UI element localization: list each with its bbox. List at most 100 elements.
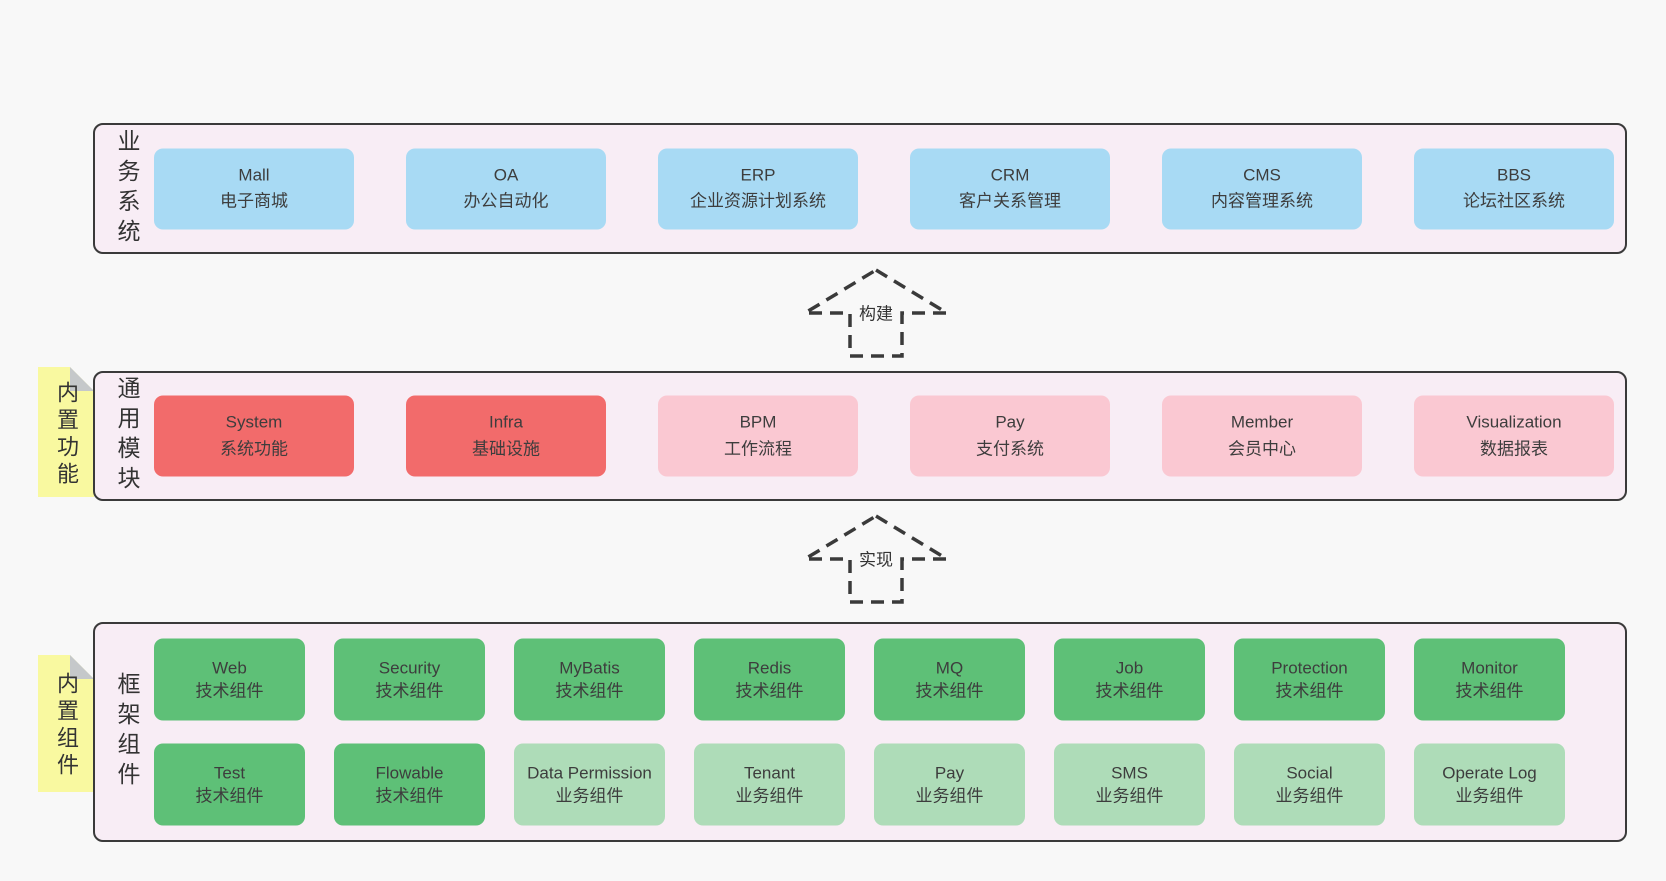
module-subtitle: 技术组件 [735, 681, 804, 701]
module-title: CMS [1243, 165, 1281, 185]
module-title: BPM [739, 412, 777, 432]
module-box-mq: MQ 技术组件 [874, 638, 1025, 721]
module-title: Tenant [743, 763, 796, 783]
module-box-mybatis: MyBatis 技术组件 [514, 638, 665, 721]
sticky-tab-builtin-components: 内置组件 [38, 655, 94, 792]
dashed-up-arrow-icon [803, 268, 949, 358]
module-subtitle: 办公自动化 [463, 191, 549, 211]
module-title: Visualization [1466, 412, 1562, 432]
module-subtitle: 技术组件 [195, 681, 264, 701]
module-subtitle: 支付系统 [976, 439, 1044, 458]
module-box-mall: Mall 电子商城 [154, 148, 354, 229]
module-subtitle: 会员中心 [1228, 439, 1296, 458]
module-title: Data Permission [527, 763, 652, 783]
box-row: System 系统功能 Infra 基础设施 BPM 工作流程 Pay 支付系统 Member 会… [154, 395, 1614, 477]
module-subtitle: 电子商城 [220, 191, 288, 211]
module-title: OA [493, 165, 519, 185]
module-subtitle: 基础设施 [472, 439, 540, 458]
module-subtitle: 系统功能 [220, 439, 288, 458]
module-title: Job [1115, 658, 1144, 678]
module-subtitle: 技术组件 [1275, 681, 1344, 701]
section-common-modules: 通用模块 System 系统功能 Infra 基础设施 BPM 工作流程 Pay 支付系统 Me… [93, 371, 1627, 501]
module-box-social: Social 业务组件 [1234, 743, 1385, 826]
module-title: System [225, 412, 283, 432]
section-business-systems: 业务系统 Mall 电子商城 OA 办公自动化 ERP 企业资源计划系统 CRM 客户关系管理… [93, 123, 1627, 254]
module-subtitle: 技术组件 [375, 786, 444, 806]
module-subtitle: 企业资源计划系统 [690, 191, 826, 211]
module-subtitle: 技术组件 [555, 681, 624, 701]
module-title: MQ [935, 658, 964, 678]
module-title: Infra [488, 412, 524, 432]
module-box-infra: Infra 基础设施 [406, 395, 606, 477]
module-box-oa: OA 办公自动化 [406, 148, 606, 229]
sticky-tab-label: 内置组件 [54, 672, 79, 781]
module-title: Redis [747, 658, 792, 678]
module-subtitle: 业务组件 [555, 786, 624, 806]
module-title: Web [212, 658, 247, 678]
module-box-crm: CRM 客户关系管理 [910, 148, 1110, 229]
module-box-member: Member 会员中心 [1162, 395, 1362, 477]
module-box-system: System 系统功能 [154, 395, 354, 477]
module-box-monitor: Monitor 技术组件 [1414, 638, 1565, 721]
module-subtitle: 内容管理系统 [1211, 191, 1313, 211]
module-subtitle: 技术组件 [915, 681, 984, 701]
module-box-pay: Pay 支付系统 [910, 395, 1110, 477]
module-title: ERP [740, 165, 776, 185]
module-title: Operate Log [1442, 763, 1537, 783]
arrow-implement: 实现 [803, 514, 949, 604]
module-subtitle: 技术组件 [1095, 681, 1164, 701]
module-box-operate-log: Operate Log 业务组件 [1414, 743, 1565, 826]
section-title: 框架组件 [114, 672, 140, 792]
module-title: Protection [1271, 658, 1348, 678]
module-subtitle: 业务组件 [1275, 786, 1344, 806]
section-title: 业务系统 [114, 128, 140, 249]
module-box-data-permission: Data Permission 业务组件 [514, 743, 665, 826]
module-box-redis: Redis 技术组件 [694, 638, 845, 721]
module-subtitle: 业务组件 [915, 786, 984, 806]
module-title: Pay [934, 763, 965, 783]
module-box-job: Job 技术组件 [1054, 638, 1205, 721]
arrow-label: 实现 [856, 544, 896, 572]
module-title: CRM [990, 165, 1030, 185]
box-row: Mall 电子商城 OA 办公自动化 ERP 企业资源计划系统 CRM 客户关系管理 CMS 内容… [154, 148, 1614, 229]
module-subtitle: 论坛社区系统 [1463, 191, 1565, 211]
module-subtitle: 技术组件 [375, 681, 444, 701]
module-subtitle: 数据报表 [1480, 439, 1548, 458]
sticky-tab-builtin-features: 内置功能 [38, 367, 94, 497]
module-title: Member [1230, 412, 1294, 432]
module-box-bpm: BPM 工作流程 [658, 395, 858, 477]
dashed-up-arrow-icon [803, 514, 949, 604]
module-subtitle: 客户关系管理 [959, 191, 1061, 211]
module-subtitle: 业务组件 [1455, 786, 1524, 806]
module-box-visualization: Visualization 数据报表 [1414, 395, 1614, 477]
module-box-flowable: Flowable 技术组件 [334, 743, 485, 826]
module-title: Social [1286, 763, 1333, 783]
module-title: Test [213, 763, 246, 783]
sticky-tab-label: 内置功能 [54, 380, 79, 489]
module-title: Monitor [1461, 658, 1518, 678]
arrow-build: 构建 [803, 268, 949, 358]
module-box-web: Web 技术组件 [154, 638, 305, 721]
module-subtitle: 工作流程 [724, 439, 792, 458]
module-box-protection: Protection 技术组件 [1234, 638, 1385, 721]
module-box-pay: Pay 业务组件 [874, 743, 1025, 826]
arrow-label: 构建 [856, 298, 896, 326]
module-title: MyBatis [559, 658, 620, 678]
section-title: 通用模块 [114, 376, 140, 496]
module-box-cms: CMS 内容管理系统 [1162, 148, 1362, 229]
module-title: Pay [995, 412, 1025, 432]
module-subtitle: 业务组件 [1095, 786, 1164, 806]
module-subtitle: 技术组件 [1455, 681, 1524, 701]
module-title: Flowable [375, 763, 444, 783]
module-title: Mall [238, 165, 270, 185]
